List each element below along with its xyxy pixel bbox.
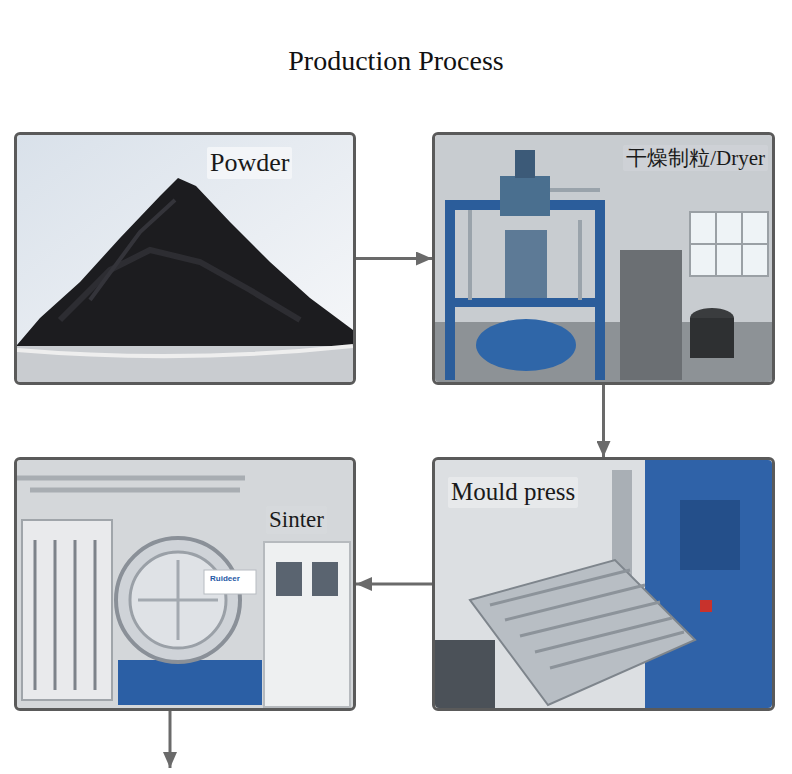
step-label: Sinter: [266, 506, 327, 534]
process-box: Sinter: [14, 457, 356, 711]
dryer-column: [505, 230, 547, 298]
dryer-vessel: [500, 176, 550, 216]
side-machine: [620, 250, 682, 380]
furnace-base: [118, 660, 262, 705]
press-part: [680, 500, 740, 570]
mould-tray: [470, 560, 695, 705]
furnace-door: [116, 538, 240, 662]
powder-texture: [90, 200, 175, 300]
press-light: [700, 600, 712, 612]
photo-ground: [435, 135, 772, 382]
pipe: [470, 190, 600, 300]
factory-window: [690, 212, 768, 276]
door-inner: [130, 552, 226, 648]
mould-ridges: [490, 570, 684, 668]
gas-panel: [22, 520, 112, 700]
cabinet-screen: [312, 562, 338, 596]
brand-label: Ruideer: [208, 575, 242, 584]
cabinet-screen: [276, 562, 302, 596]
powder-texture: [60, 250, 300, 320]
flow-arrow: [602, 385, 605, 457]
gas-lines: [35, 540, 95, 690]
control-cabinet: [264, 542, 350, 707]
diagram-title: Production Process: [0, 44, 792, 78]
blue-frame: [445, 200, 455, 380]
bowl-rim: [17, 346, 353, 382]
sinter-photo: [17, 460, 353, 708]
press-base: [435, 640, 495, 708]
ceiling-pipe: [17, 478, 245, 490]
process-box: 干燥制粒/Dryer: [432, 132, 775, 385]
flow-arrow: [356, 257, 432, 260]
photo-ground: [17, 135, 353, 382]
dryer-motor: [515, 150, 535, 178]
blue-frame: [595, 200, 605, 380]
press-photo: [435, 460, 772, 708]
process-box: Powder: [14, 132, 356, 385]
powder-pile: [17, 178, 353, 352]
dryer-photo: [435, 135, 772, 382]
blue-tank: [476, 319, 576, 371]
press-body: [645, 460, 772, 708]
process-box: Mould press: [432, 457, 775, 711]
step-label: 干燥制粒/Dryer: [623, 145, 768, 171]
photo-ground: [17, 460, 353, 708]
step-label: Powder: [207, 147, 292, 179]
logo-plate: [204, 570, 256, 594]
flow-arrow: [356, 583, 432, 586]
powder-photo: [17, 135, 353, 382]
step-label: Mould press: [448, 477, 578, 508]
window-grid: [690, 212, 768, 276]
exit-arrow: [169, 711, 172, 768]
drum: [690, 318, 734, 358]
bowl-shine: [17, 346, 353, 356]
